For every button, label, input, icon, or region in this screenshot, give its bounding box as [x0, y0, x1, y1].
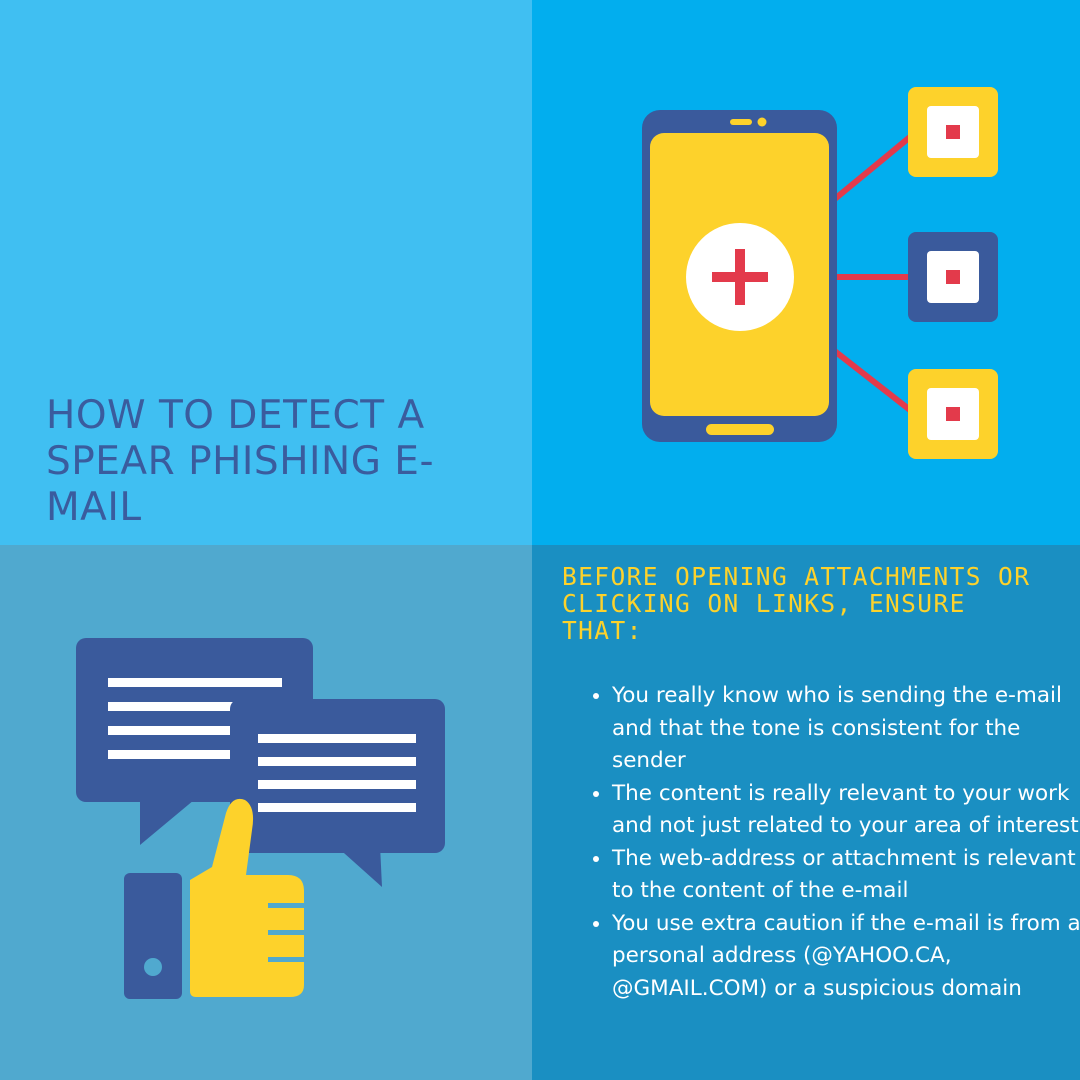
node-box-top-icon: [908, 87, 998, 177]
node-box-middle-icon: [908, 232, 998, 322]
node-box-bottom-icon: [908, 369, 998, 459]
title-panel: How to detect a spear phishing e-mail: [0, 0, 532, 545]
plus-badge-icon: [686, 223, 794, 331]
smartphone-network-icon: [642, 87, 998, 459]
chat-bubble-front-icon: [230, 699, 445, 887]
tip-item: The content is really relevant to your w…: [612, 778, 1080, 843]
tips-list: You really know who is sending the e-mai…: [580, 680, 1080, 1005]
illustration-panel-chat: [0, 545, 532, 1080]
illustration-panel-phone: [532, 0, 1080, 545]
thumbs-up-icon: [124, 798, 306, 999]
checklist-heading: Before opening attachments or clicking o…: [562, 562, 1031, 645]
checklist-panel: Before opening attachments or clicking o…: [532, 545, 1080, 1080]
chat-thumbs-up-icon: [76, 638, 445, 999]
tip-item: You use extra caution if the e-mail is f…: [612, 908, 1080, 1006]
page-title: How to detect a spear phishing e-mail: [46, 393, 435, 530]
tip-item: You really know who is sending the e-mai…: [612, 680, 1080, 778]
tip-item: The web-address or attachment is relevan…: [612, 843, 1080, 908]
